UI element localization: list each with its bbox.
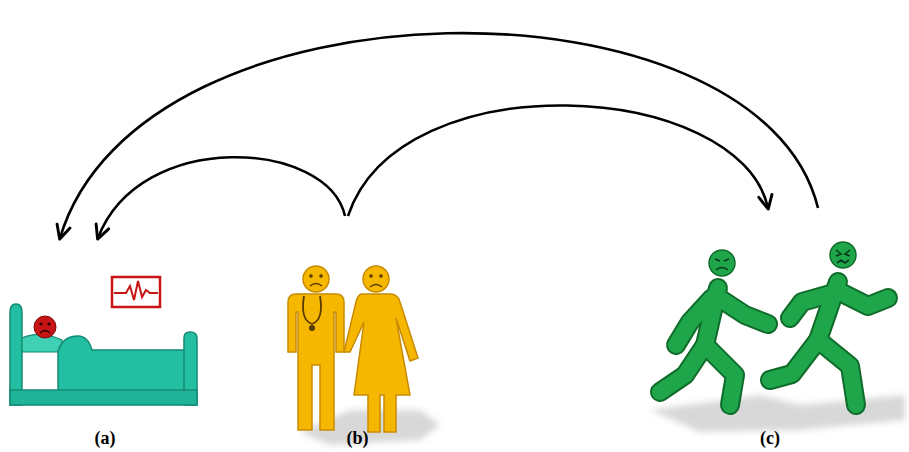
panel-label: (a)	[93, 428, 118, 448]
people-group: (b)	[275, 216, 440, 448]
bed-illustration	[10, 277, 197, 405]
runners-illustration	[650, 242, 905, 432]
bed-group: (a)	[10, 238, 200, 448]
curved-arrow	[60, 33, 818, 238]
people-illustration	[288, 266, 440, 445]
curved-arrow	[348, 105, 768, 216]
panel-label: (b)	[345, 428, 371, 448]
curved-arrow	[98, 157, 345, 238]
runners-group: (c)	[655, 208, 885, 448]
panel-label: (c)	[758, 428, 782, 448]
